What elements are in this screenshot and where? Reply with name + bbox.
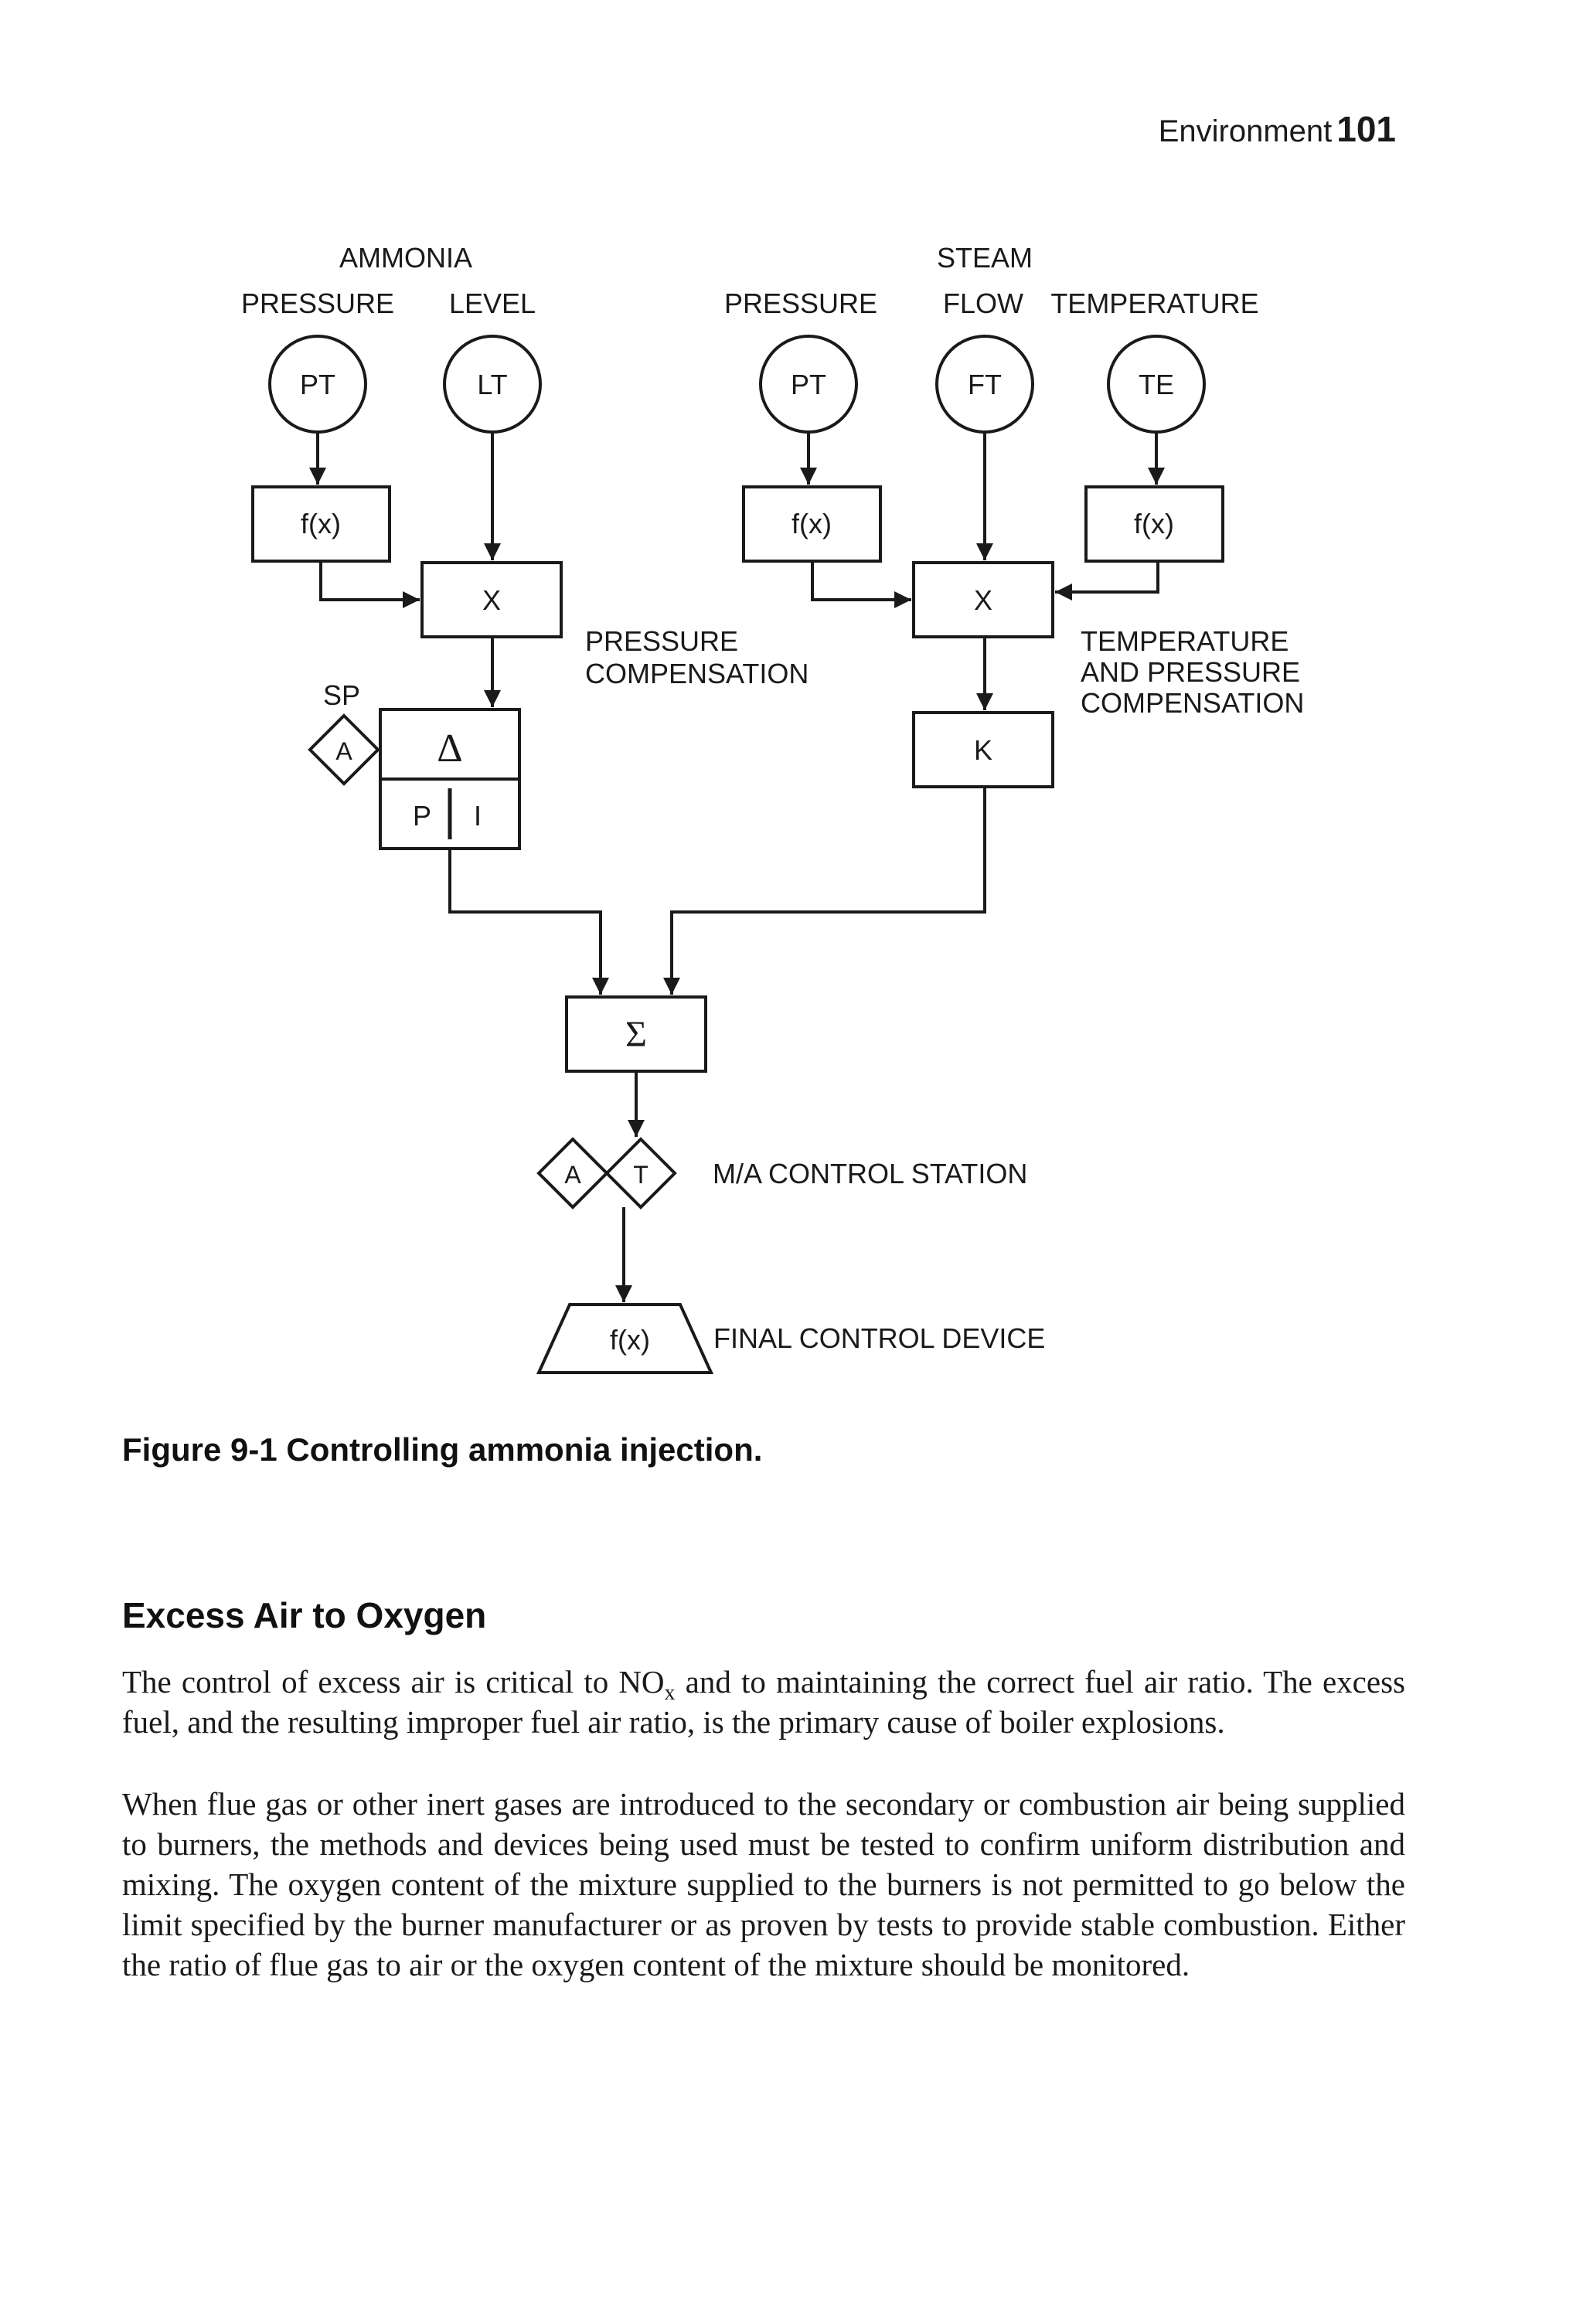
pressure-comp-note-line1: PRESSURE: [585, 625, 738, 657]
setpoint-diamond-label: A: [335, 737, 352, 765]
ammonia-injection-control-diagram: AMMONIA PRESSURE LEVEL STEAM PRESSURE FL…: [241, 242, 1304, 1374]
nox-subscript: x: [664, 1681, 676, 1706]
figure-caption: Figure 9-1 Controlling ammonia injection…: [122, 1431, 763, 1468]
section-heading: Excess Air to Oxygen: [122, 1595, 487, 1635]
te-tag: TE: [1139, 369, 1174, 400]
function-label-2: f(x): [792, 508, 832, 539]
lt-tag: LT: [477, 369, 507, 400]
transfer-diamond: [604, 1137, 677, 1210]
sum-symbol: Σ: [625, 1014, 647, 1055]
function-block-3: [1084, 485, 1224, 563]
setpoint-diamond: [308, 713, 380, 786]
setpoint-label: SP: [323, 679, 360, 711]
multiplier-label-1: X: [482, 584, 501, 616]
steam-group-label: STEAM: [937, 242, 1033, 274]
function-label-3: f(x): [1134, 508, 1174, 539]
transfer-label: T: [633, 1161, 649, 1189]
paragraph-1: The control of excess air is critical to…: [122, 1662, 1405, 1742]
page-number: 101: [1336, 109, 1396, 149]
temp-comp-note-line2: AND PRESSURE: [1081, 656, 1300, 688]
final-control-device-label: FINAL CONTROL DEVICE: [713, 1322, 1045, 1354]
auto-label: A: [564, 1161, 581, 1189]
multiplier-label-2: X: [974, 584, 992, 616]
steam-flow-label: FLOW: [943, 288, 1023, 319]
ma-station-label: M/A CONTROL STATION: [713, 1158, 1027, 1189]
paragraph-1-end: and to maintaining the correct fuel air …: [122, 1664, 1405, 1740]
steam-pressure-label: PRESSURE: [724, 288, 877, 319]
pt2-tag: PT: [791, 369, 826, 400]
pid-p-label: P: [413, 800, 431, 832]
ammonia-pressure-label: PRESSURE: [241, 288, 394, 319]
ammonia-group-label: AMMONIA: [339, 242, 472, 274]
pid-i-label: I: [474, 800, 482, 832]
gain-label: K: [974, 734, 992, 766]
pt1-tag: PT: [300, 369, 335, 400]
pressure-comp-note-line2: COMPENSATION: [585, 658, 809, 689]
ammonia-level-label: LEVEL: [449, 288, 536, 319]
function-label-1: f(x): [301, 508, 341, 539]
temp-comp-note-line3: COMPENSATION: [1081, 687, 1304, 719]
paragraph-1-start: The control of excess air is critical to…: [122, 1664, 665, 1700]
steam-temperature-label: TEMPERATURE: [1050, 288, 1258, 319]
temp-comp-note-line1: TEMPERATURE: [1081, 625, 1289, 657]
ft-tag: FT: [968, 369, 1002, 400]
auto-diamond: [536, 1137, 609, 1210]
paragraph-2: When flue gas or other inert gases are i…: [122, 1786, 1405, 1982]
final-control-device: [536, 1303, 714, 1374]
delta-symbol: Δ: [437, 726, 462, 771]
final-function-label: f(x): [610, 1324, 650, 1356]
section-name: Environment: [1158, 114, 1333, 148]
